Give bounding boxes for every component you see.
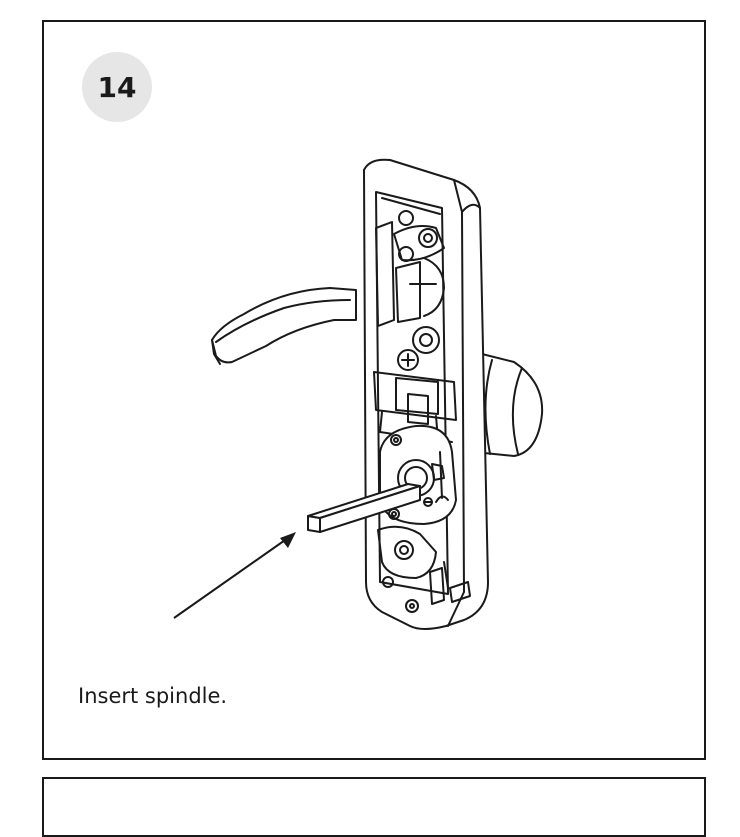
step-number-badge: 14 — [82, 52, 152, 122]
step-caption: Insert spindle. — [78, 684, 228, 708]
insert-direction-arrow — [173, 532, 296, 619]
cylinder-housing — [473, 351, 544, 457]
lock-assembly-illustration — [173, 158, 544, 630]
next-step-panel — [42, 777, 706, 837]
lever-handle — [211, 287, 357, 364]
instruction-step-panel: 14 — [42, 20, 706, 760]
spindle-bar — [307, 483, 421, 533]
